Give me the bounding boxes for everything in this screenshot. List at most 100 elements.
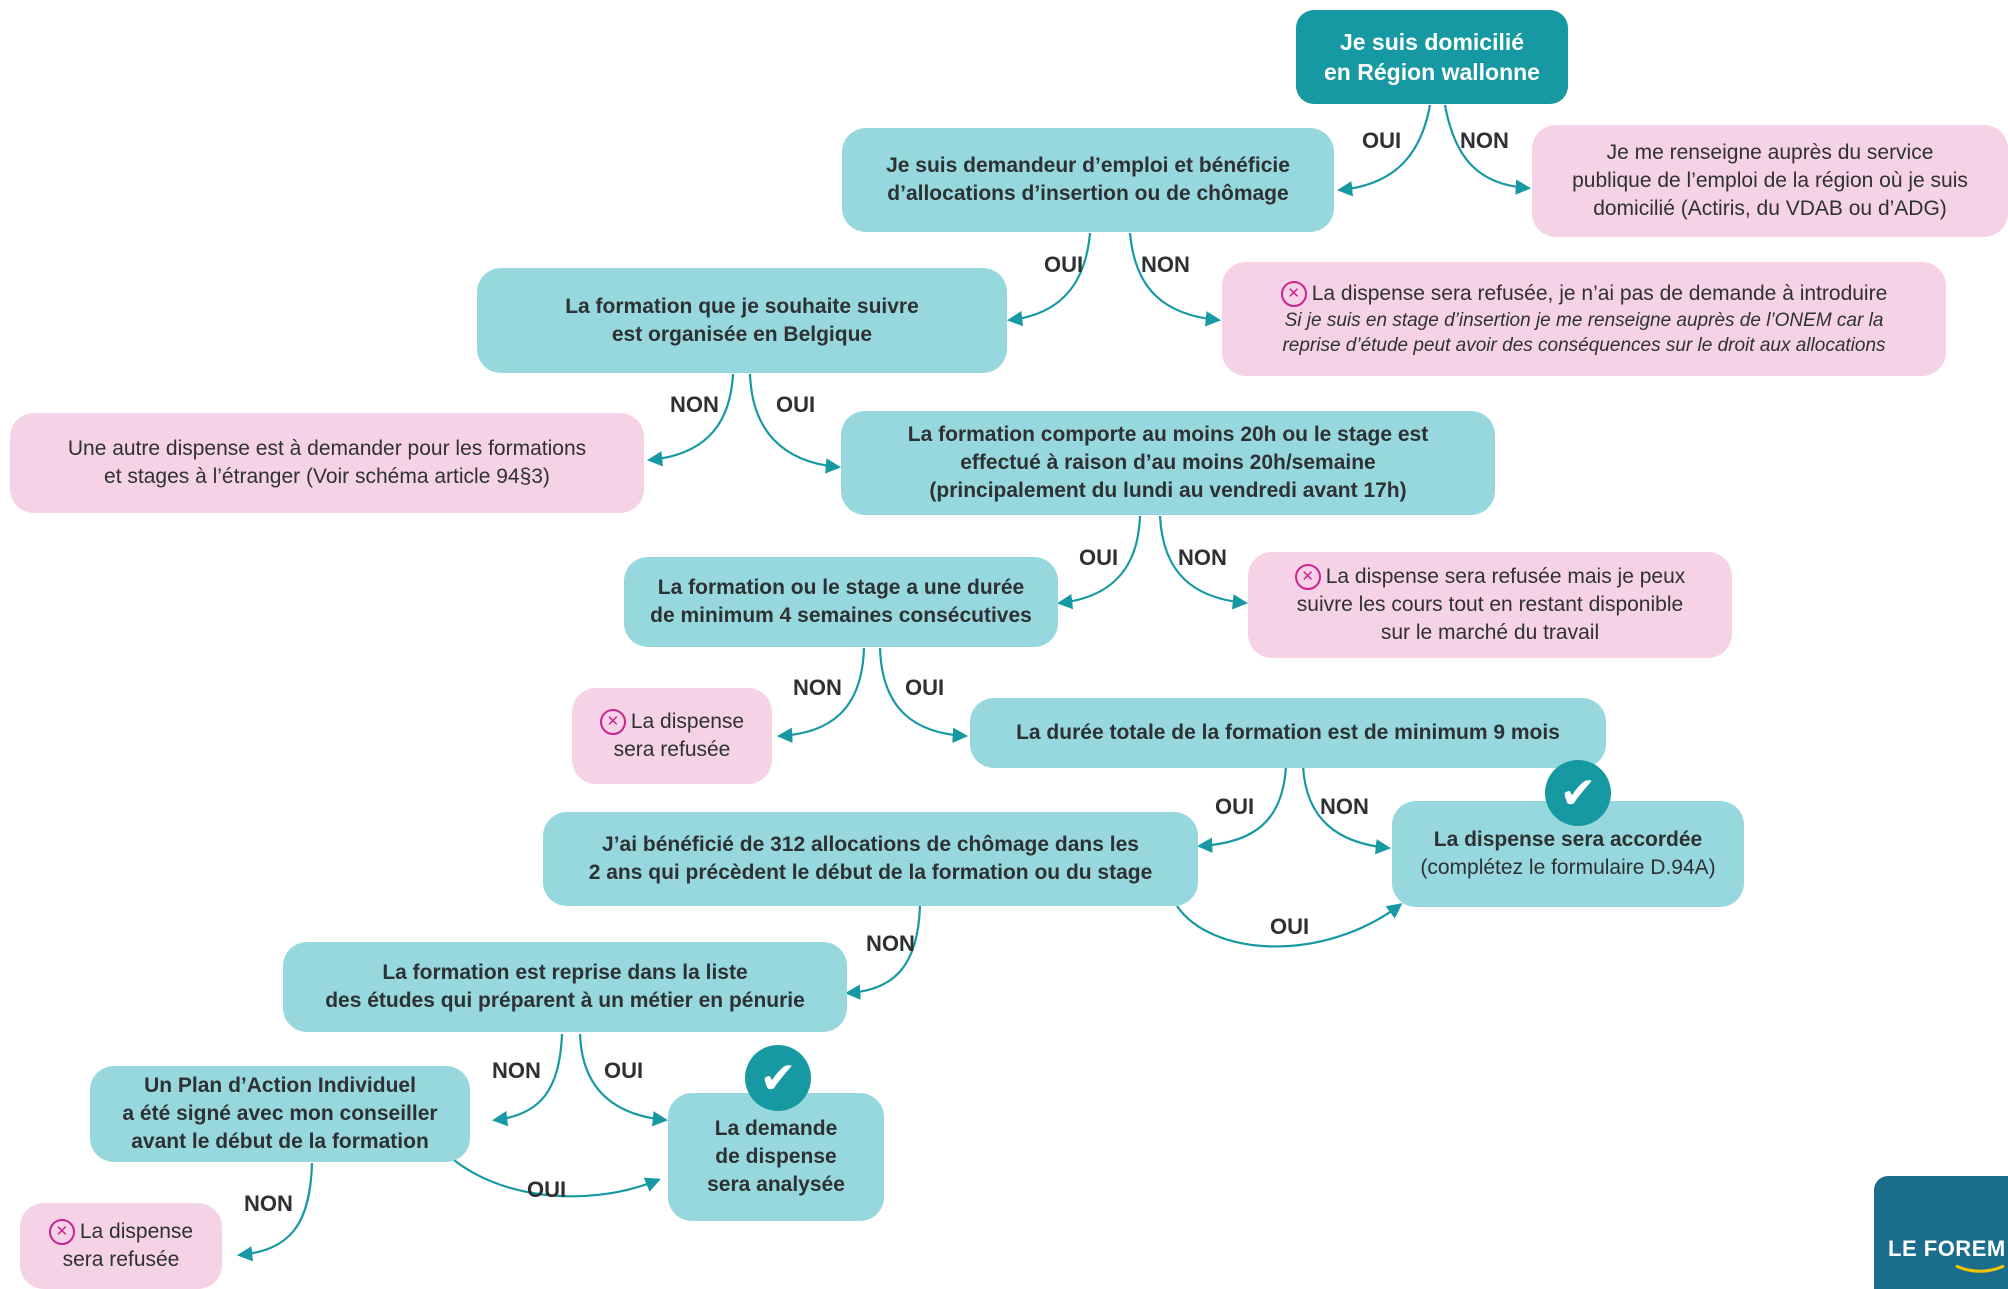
node-result-refused: ✕La dispense sera refusée: [20, 1203, 222, 1289]
edge-label-non: NON: [1178, 545, 1227, 570]
node-result-refused-no-request: ✕La dispense sera refusée, je n’ai pas d…: [1222, 262, 1946, 376]
arrow-q8-non: [236, 1162, 314, 1262]
node-question-job-seeker: Je suis demandeur d’emploi et bénéficie …: [842, 128, 1334, 232]
edge-label-oui: OUI: [1215, 794, 1255, 819]
arrow-q7-oui: [578, 1033, 669, 1127]
x-circle-icon: ✕: [599, 709, 626, 736]
edge-label-oui: OUI: [1079, 545, 1119, 570]
edge-label-non: NON: [866, 931, 915, 956]
le-forem-logo: LE FOREM: [1874, 1176, 2008, 1289]
node-question-20h: La formation comporte au moins 20h ou le…: [841, 411, 1495, 515]
node-text-line: est organisée en Belgique: [611, 322, 873, 346]
edge-label-non: NON: [793, 675, 842, 700]
node-text-line: La dispense: [79, 1220, 194, 1244]
node-text-line: de dispense: [715, 1145, 837, 1169]
edge-label-non: NON: [1320, 794, 1369, 819]
arrow-start-non: [1443, 104, 1532, 195]
edge-label-oui: OUI: [527, 1177, 567, 1202]
arrow-q1-oui: [1006, 232, 1092, 327]
node-result-analysed: La demande de dispense sera analysée: [668, 1093, 884, 1221]
node-text-line: Je me renseigne auprès du service: [1606, 141, 1934, 165]
node-text-main: ✕La dispense sera refusée, je n’ai pas d…: [1280, 280, 1888, 308]
node-text-line: La dispense: [630, 710, 745, 734]
node-text-line: sera refusée: [613, 738, 731, 761]
node-result-other-region: Je me renseigne auprès du service publiq…: [1532, 125, 2008, 237]
node-text-line: avant le début de la formation: [131, 1129, 429, 1153]
arrow-start-oui: [1336, 104, 1432, 197]
edge-label-oui: OUI: [776, 392, 816, 417]
node-text-line: La dispense sera refusée mais je peux: [1325, 565, 1686, 589]
edge-label-non: NON: [1141, 252, 1190, 277]
edge-label-oui: OUI: [1362, 128, 1402, 153]
node-text-line: et stages à l’étranger (Voir schéma arti…: [104, 465, 550, 488]
edge-label-non: NON: [492, 1058, 541, 1083]
node-text-line: en Région wallonne: [1324, 59, 1540, 85]
logo-text: LE FOREM: [1888, 1236, 2006, 1261]
arrow-q6-non: [844, 905, 922, 1000]
node-text-line: d’allocations d’insertion ou de chômage: [887, 182, 1289, 205]
arrow-q7-non: [491, 1033, 564, 1127]
node-text-line: sera analysée: [707, 1172, 845, 1196]
edge-label-oui: OUI: [604, 1058, 644, 1083]
arrow-q4-non: [776, 647, 866, 743]
node-text-line: effectué à raison d’au moins 20h/semaine: [960, 451, 1376, 475]
node-text-line: a été signé avec mon conseiller: [122, 1102, 438, 1126]
node-text-line: La dispense sera refusée, je n’ai pas de…: [1311, 282, 1888, 306]
node-question-shortage-list: La formation est reprise dans la liste d…: [283, 942, 847, 1032]
node-question-312-allowances: J’ai bénéficié de 312 allocations de chô…: [543, 812, 1198, 906]
node-question-4-weeks: La formation ou le stage a une durée de …: [624, 557, 1058, 647]
edge-label-oui: OUI: [905, 675, 945, 700]
arrow-q5-oui: [1196, 765, 1288, 854]
arrow-q2-oui: [748, 373, 842, 474]
node-text-line: (complétez le formulaire D.94A): [1420, 856, 1716, 879]
x-circle-icon: ✕: [48, 1219, 75, 1246]
edge-label-non: NON: [1460, 128, 1509, 153]
node-text-line: domicilié (Actiris, du VDAB ou d’ADG): [1593, 196, 1947, 220]
logo-wave-icon: [1955, 1264, 2005, 1273]
node-text-line: sera refusée: [62, 1248, 180, 1271]
node-text-line: de minimum 4 semaines consécutives: [650, 604, 1032, 627]
node-text-main: ✕La dispense: [599, 708, 745, 736]
node-text-line: Une autre dispense est à demander pour l…: [67, 437, 587, 461]
node-text-line: Un Plan d’Action Individuel: [144, 1074, 416, 1098]
node-question-9-months: La durée totale de la formation est de m…: [970, 698, 1606, 768]
node-text-main: ✕La dispense: [48, 1218, 194, 1246]
arrow-q3-oui: [1056, 515, 1142, 610]
node-text-line: La formation comporte au moins 20h ou le…: [907, 423, 1429, 447]
node-question-belgium: La formation que je souhaite suivre est …: [477, 268, 1007, 373]
node-text-line: suivre les cours tout en restant disponi…: [1296, 593, 1684, 617]
node-text-main: ✕La dispense sera refusée mais je peux: [1294, 563, 1686, 591]
node-text-line: 2 ans qui précèdent le début de la forma…: [588, 861, 1153, 884]
node-result-refused-available: ✕La dispense sera refusée mais je peux s…: [1248, 552, 1732, 658]
node-result-refused: ✕La dispense sera refusée: [572, 688, 772, 784]
node-text-line: La formation que je souhaite suivre: [565, 294, 919, 318]
edge-label-non: NON: [670, 392, 719, 417]
edge-label-non: NON: [244, 1191, 293, 1216]
node-text-line: La demande: [714, 1117, 838, 1141]
node-result-granted: La dispense sera accordée (complétez le …: [1392, 801, 1744, 907]
node-question-action-plan: Un Plan d’Action Individuel a été signé …: [90, 1066, 470, 1162]
node-text-line: Je suis domicilié: [1339, 28, 1525, 55]
node-text-line: La formation est reprise dans la liste: [382, 961, 748, 985]
node-text-note: Si je suis en stage d’insertion je me re…: [1284, 309, 1884, 331]
node-text-line: des études qui préparent à un métier en …: [325, 989, 805, 1012]
node-text-line: sur le marché du travail: [1380, 620, 1600, 644]
check-circle-icon: ✔: [745, 1045, 811, 1111]
node-text-line: La dispense sera accordée: [1433, 828, 1703, 852]
x-circle-icon: ✕: [1294, 564, 1321, 591]
node-text-line: publique de l’emploi de la région où je …: [1572, 169, 1968, 193]
arrow-q2-non: [646, 373, 735, 467]
edge-label-oui: OUI: [1270, 914, 1310, 939]
node-text-line: (principalement du lundi au vendredi ava…: [929, 478, 1407, 502]
node-text-note: reprise d’étude peut avoir des conséquen…: [1282, 334, 1886, 356]
arrow-q3-non: [1158, 515, 1249, 610]
node-text-line: La formation ou le stage a une durée: [657, 576, 1025, 600]
check-circle-icon: ✔: [1545, 760, 1611, 826]
node-start: Je suis domicilié en Région wallonne: [1296, 10, 1568, 104]
arrow-q6-oui: [1176, 903, 1403, 948]
arrow-q4-oui: [878, 647, 969, 743]
node-result-abroad: Une autre dispense est à demander pour l…: [10, 413, 644, 513]
edge-label-oui: OUI: [1044, 252, 1084, 277]
arrow-q1-non: [1128, 232, 1222, 327]
node-text-line: La durée totale de la formation est de m…: [1016, 721, 1560, 745]
